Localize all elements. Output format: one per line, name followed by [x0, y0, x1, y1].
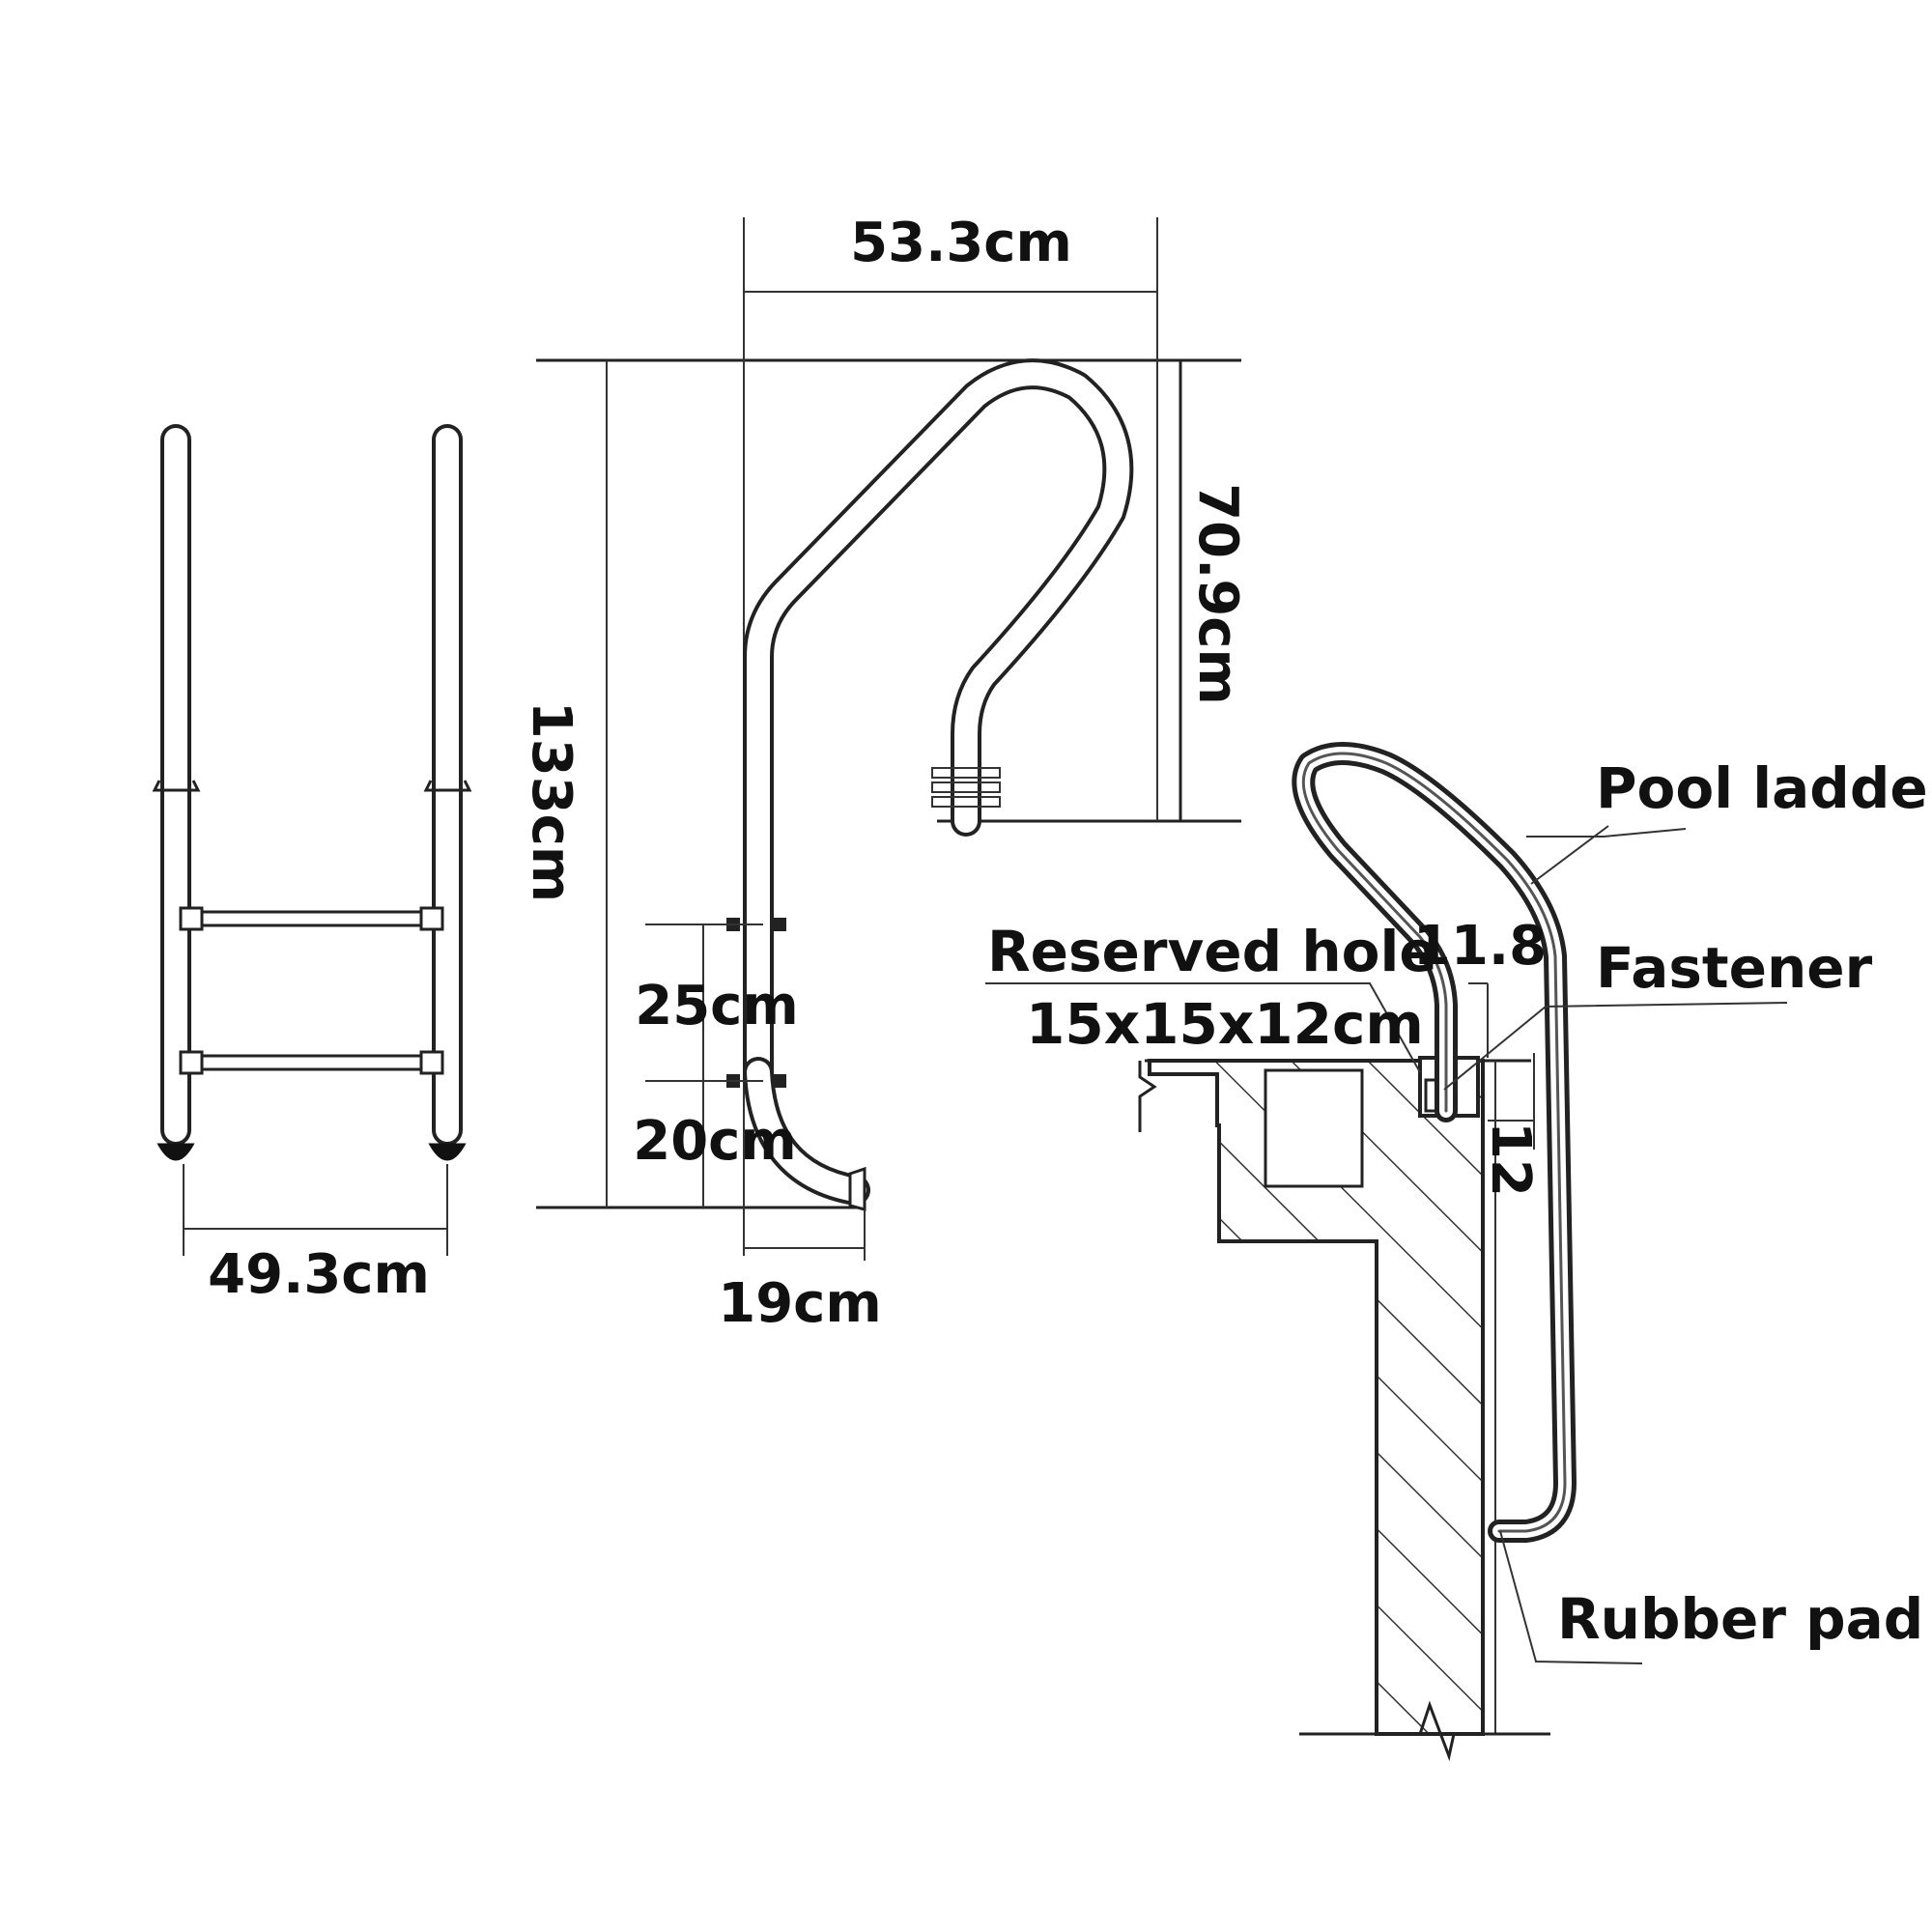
- rubber-pad-leader: [1499, 1530, 1643, 1664]
- side-view: 133cm 53.3cm 70.9cm: [520, 212, 1249, 1335]
- front-right-flange: [423, 780, 472, 792]
- front-step-upper: [179, 906, 444, 931]
- side-height-label: 133cm: [520, 701, 582, 902]
- pool-ladder-label: Pool ladder: [1596, 755, 1932, 821]
- front-width-label: 49.3cm: [208, 1243, 430, 1306]
- side-bottom-spacing-label: 20cm: [633, 1110, 796, 1173]
- reserved-hole: [1264, 1068, 1364, 1188]
- pool-ladder-leader-diag: [1530, 825, 1609, 885]
- side-step-spacing-dimension: [645, 923, 763, 1208]
- front-width-dimension: [183, 1164, 448, 1256]
- gap-dimension-marks: [1468, 982, 1535, 1150]
- reserved-hole-size-label: 15x15x12cm: [1026, 991, 1424, 1057]
- rubber-pad-label: Rubber pad: [1557, 1586, 1923, 1652]
- front-view: 49.3cm: [152, 424, 472, 1306]
- installation-ladder-tube: [1292, 742, 1577, 1543]
- side-foot-cap: [848, 1166, 867, 1211]
- front-right-foot: [428, 1143, 467, 1161]
- deck-break: [1138, 1061, 1157, 1132]
- fastener-label: Fastener: [1596, 935, 1873, 1001]
- wall-break-mark: [1418, 1700, 1456, 1762]
- front-step-lower: [179, 1050, 444, 1075]
- gap-top-label: 11.8: [1413, 915, 1547, 978]
- side-handrail-height-label: 70.9cm: [1186, 483, 1249, 705]
- pool-ladder-leader: [1526, 828, 1687, 838]
- reserved-hole-label: Reserved hole: [987, 919, 1437, 984]
- side-step-spacing-label: 25cm: [635, 975, 798, 1037]
- reserved-hole-leader: [985, 982, 1421, 1073]
- side-handrail-tube: [743, 358, 1134, 1206]
- front-left-flange: [152, 780, 201, 792]
- front-left-foot: [156, 1143, 195, 1161]
- side-anchor-threads: [931, 767, 1001, 808]
- side-top-width-label: 53.3cm: [850, 212, 1072, 274]
- fastener-leader: [1443, 1002, 1788, 1091]
- installation-view: 11.8 12 Pool ladder Reserved hole 15x15x…: [985, 742, 1932, 1762]
- gap-side-label: 12: [1479, 1122, 1542, 1197]
- side-foot-offset-label: 19cm: [718, 1272, 881, 1335]
